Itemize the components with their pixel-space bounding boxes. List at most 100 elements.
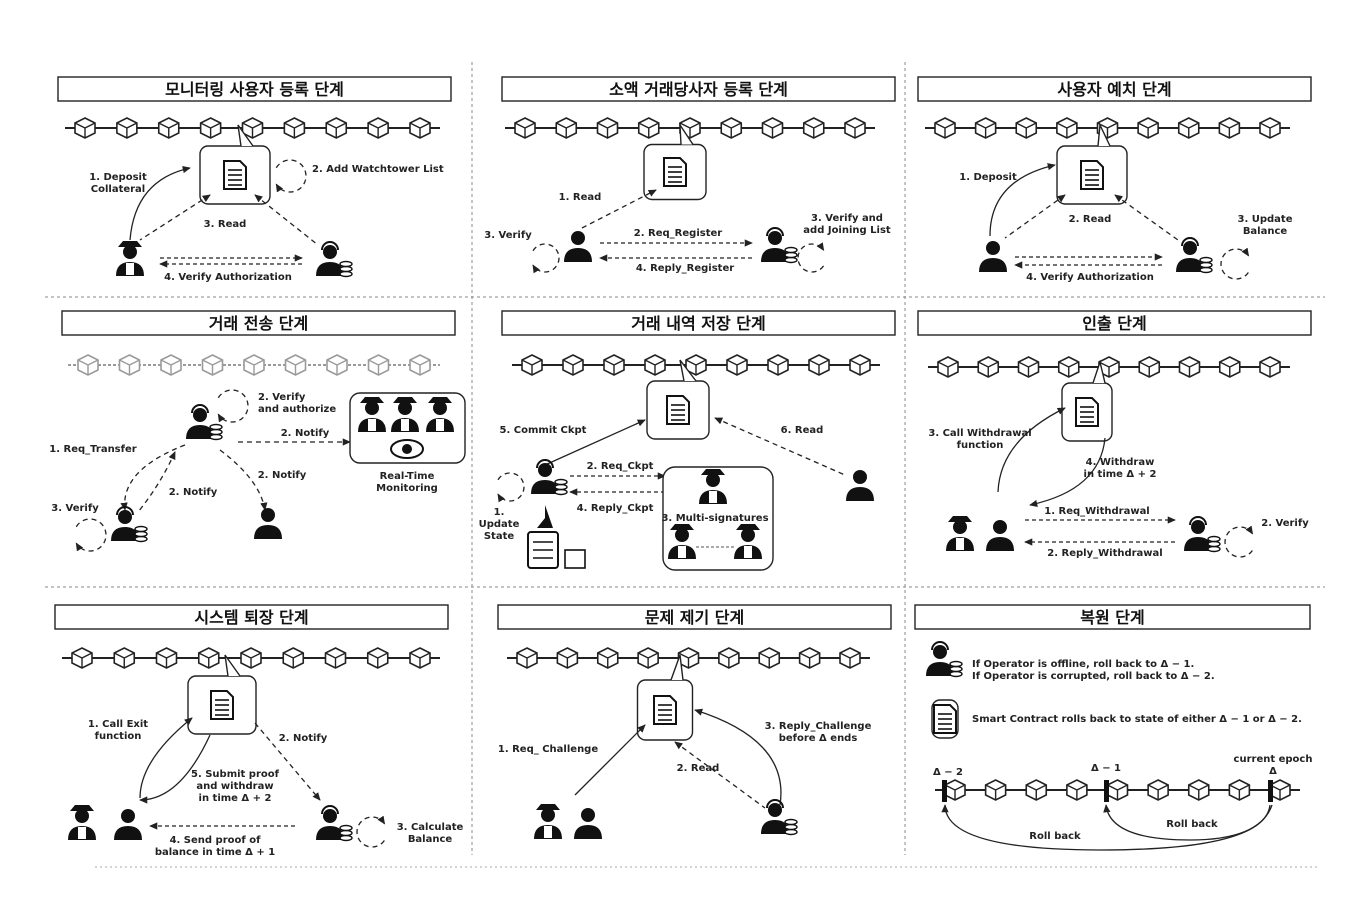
block-cube-icon	[986, 780, 1006, 800]
block-cube-icon	[410, 355, 430, 375]
epoch-marker	[1104, 780, 1109, 802]
operator-headset-icon	[1184, 517, 1220, 552]
block-cube-icon	[517, 648, 537, 668]
label-d1: Δ − 1	[1091, 763, 1121, 774]
label-calc_balance: 3. CalculateBalance	[397, 822, 464, 845]
panel-title: 사용자 예치 단계	[918, 77, 1311, 101]
watchtower-hat-icon	[534, 804, 562, 839]
block-cube-icon	[1139, 357, 1159, 377]
curved-arrow	[140, 195, 210, 240]
label-commit_ckpt: 5. Commit Ckpt	[500, 425, 587, 436]
table-icon	[565, 550, 585, 568]
block-cube-icon	[1026, 780, 1046, 800]
user-person-icon	[574, 808, 602, 839]
operator-headset-icon	[761, 228, 797, 263]
block-cube-icon	[804, 118, 824, 138]
label-read: 1. Read	[559, 192, 602, 203]
user-person-icon	[114, 809, 142, 840]
block-cube-icon	[1108, 780, 1128, 800]
block-cube-icon	[286, 355, 306, 375]
label-reply_ckpt: 4. Reply_Ckpt	[577, 503, 654, 514]
block-cube-icon	[368, 648, 388, 668]
panel-title-text: 복원 단계	[1080, 608, 1144, 627]
block-cube-icon	[203, 355, 223, 375]
user-person-icon	[986, 520, 1014, 551]
label-contract_rule: Smart Contract rolls back to state of ei…	[972, 714, 1302, 725]
curved-arrow	[138, 452, 175, 512]
block-cube-icon	[1016, 118, 1036, 138]
curved-arrow	[998, 408, 1065, 492]
user-person-icon	[979, 241, 1007, 272]
operator-headset-icon	[761, 800, 797, 835]
block-cube-icon	[719, 648, 739, 668]
panel-title-text: 시스템 퇴장 단계	[194, 608, 308, 627]
block-cube-icon	[800, 648, 820, 668]
block-cube-icon	[157, 648, 177, 668]
block-cube-icon	[1019, 357, 1039, 377]
label-verify: 2. Verify	[1261, 518, 1309, 529]
block-cube-icon	[1260, 357, 1280, 377]
block-cube-icon	[598, 118, 618, 138]
label-read: 2. Read	[1069, 214, 1112, 225]
label-add_list: 2. Add Watchtower List	[312, 164, 444, 175]
self-loop-arrow	[357, 817, 385, 847]
customer-icon	[254, 508, 282, 539]
label-reply_withdrawal: 2. Reply_Withdrawal	[1047, 548, 1162, 559]
operator-headset-icon	[926, 642, 962, 677]
user-person-icon	[846, 470, 874, 501]
block-cube-icon	[1219, 118, 1239, 138]
label-read: 3. Read	[204, 219, 247, 230]
self-loop-arrow	[76, 519, 106, 551]
curved-arrow	[1115, 195, 1178, 240]
label-notify: 2. Notify	[279, 733, 328, 744]
panel-title-text: 사용자 예치 단계	[1057, 80, 1171, 99]
block-cube-icon	[976, 118, 996, 138]
label-submit_proof: 5. Submit proofand withdrawin time Δ + 2	[191, 769, 280, 804]
block-cube-icon	[241, 648, 261, 668]
watchtower-hat-icon	[116, 241, 144, 276]
panel-title: 모니터링 사용자 등록 단계	[58, 77, 451, 101]
block-cube-icon	[556, 118, 576, 138]
label-verify: 3. Verify	[484, 230, 532, 241]
block-cube-icon	[1148, 780, 1168, 800]
watchtower-hat-icon	[946, 516, 974, 551]
block-cube-icon	[159, 118, 179, 138]
block-cube-icon	[759, 648, 779, 668]
block-cube-icon	[1179, 118, 1199, 138]
label-req_withdrawal: 1. Req_Withdrawal	[1044, 506, 1150, 517]
label-realtime: Real-TimeMonitoring	[376, 471, 438, 494]
label-withdraw_time: 4. Withdrawin time Δ + 2	[1084, 457, 1157, 480]
block-cube-icon	[410, 648, 430, 668]
label-req_register: 2. Req_Register	[634, 228, 722, 239]
stamp-icon	[537, 505, 553, 528]
curved-arrow	[255, 195, 318, 245]
block-cube-icon	[1057, 118, 1077, 138]
block-cube-icon	[721, 118, 741, 138]
label-reply_register: 4. Reply_Register	[636, 263, 734, 274]
panel-title-text: 문제 제기 단계	[645, 608, 744, 627]
block-cube-icon	[1220, 357, 1240, 377]
block-cube-icon	[284, 118, 304, 138]
block-cube-icon	[199, 648, 219, 668]
panel-title: 복원 단계	[915, 605, 1310, 629]
block-cube-icon	[522, 355, 542, 375]
label-send_proof: 4. Send proof ofbalance in time Δ + 1	[155, 835, 275, 858]
block-cube-icon	[244, 355, 264, 375]
operator-headset-icon	[1176, 238, 1212, 273]
self-loop-arrow	[1221, 249, 1249, 279]
block-cube-icon	[1260, 118, 1280, 138]
self-loop-arrow	[533, 244, 559, 272]
operator-headset-icon	[316, 806, 352, 841]
block-cube-icon	[563, 355, 583, 375]
self-loop-arrow	[498, 473, 524, 501]
block-cube-icon	[326, 648, 346, 668]
panel-title: 거래 내역 저장 단계	[502, 311, 895, 335]
label-call_exit: 1. Call Exitfunction	[88, 719, 148, 742]
label-d2: Δ − 2	[933, 767, 963, 778]
block-cube-icon	[114, 648, 134, 668]
eye-pupil-icon	[402, 444, 412, 454]
block-cube-icon	[120, 355, 140, 375]
self-loop-arrow	[218, 390, 248, 422]
label-notify_b: 2. Notify	[258, 470, 307, 481]
block-cube-icon	[368, 118, 388, 138]
